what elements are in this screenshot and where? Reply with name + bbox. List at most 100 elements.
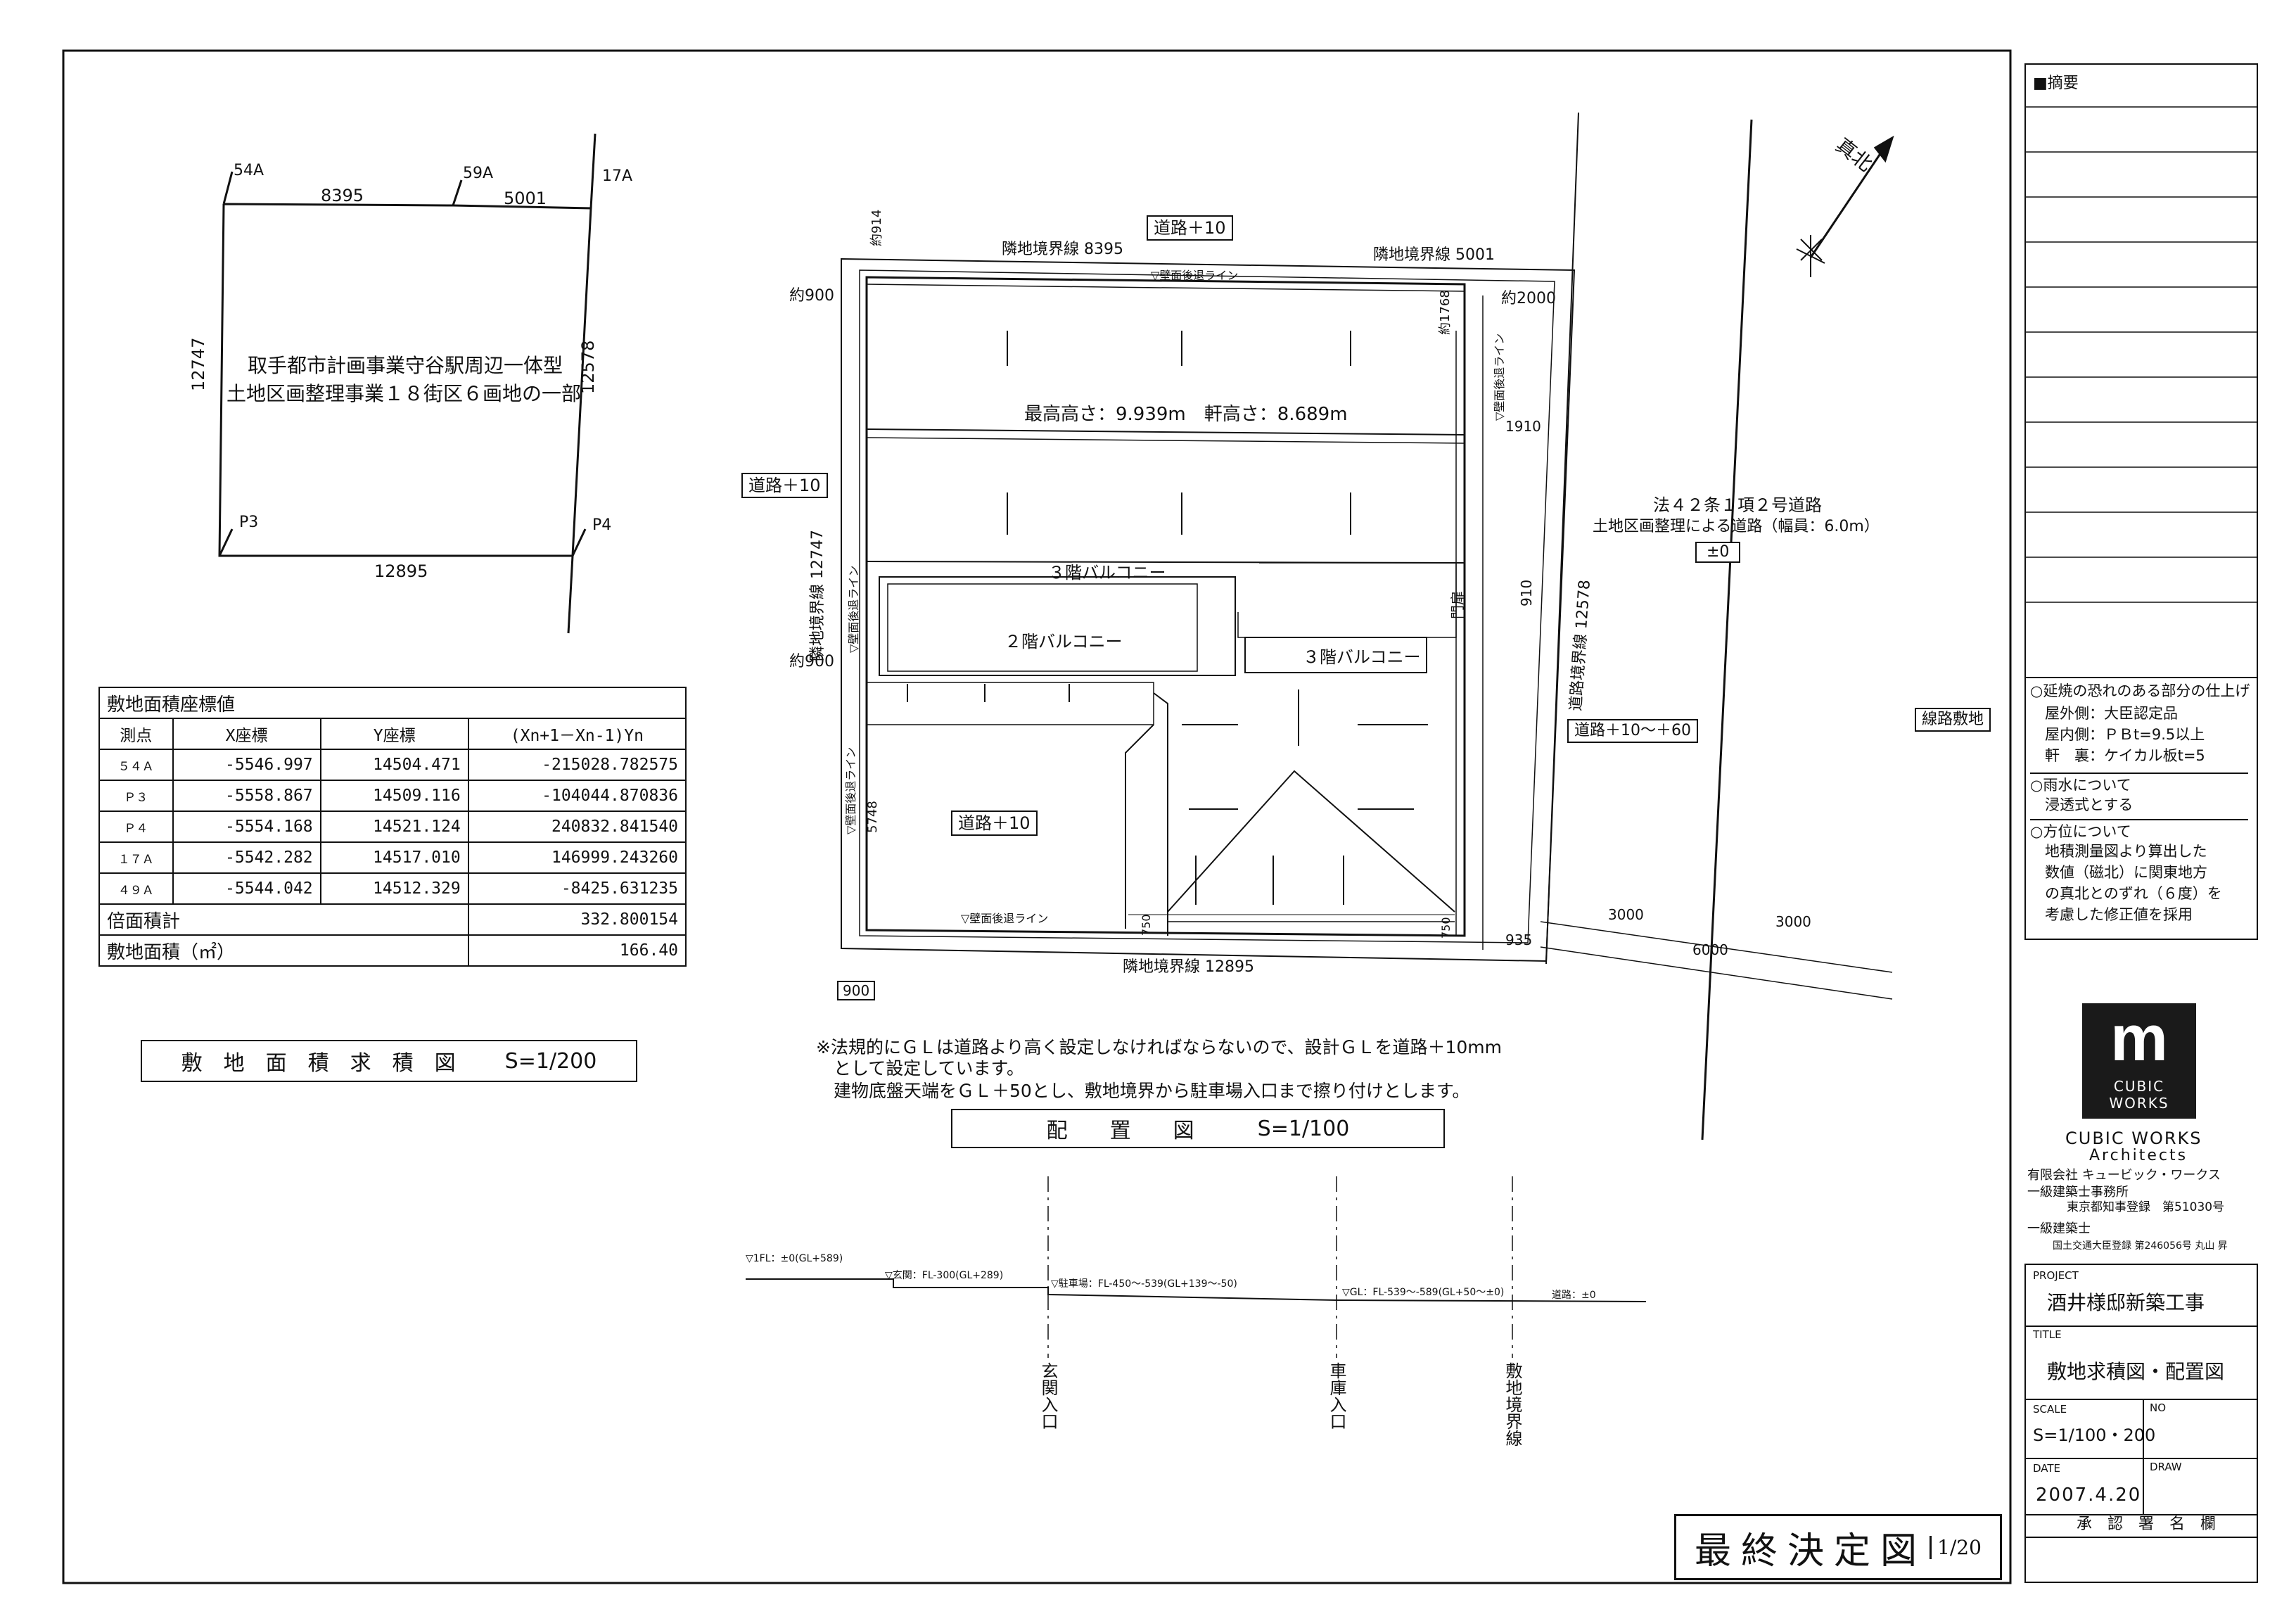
firm-line-3: 一級建築士 [2027,1221,2091,1236]
double-area-value: 332.800154 [467,903,687,936]
approx-1768: 約1768 [1438,290,1453,335]
dim-5748: 5748 [865,801,880,833]
header-y: Y座標 [319,718,469,750]
double-area-label: 倍面積計 [98,903,469,936]
row-y: 14509.116 [319,780,469,812]
approval-rule [2026,1537,2257,1538]
dim-910: 910 [1518,579,1535,606]
layout-plan-title: 配 置 図 [1046,1119,1194,1143]
dim-top-b: 5001 [504,189,547,208]
site-area-title-box: 敷 地 面 積 求 積 図 S=1/200 [141,1040,637,1082]
note-9: の真北とのずれ（６度）を [2030,885,2222,902]
drawing-title: 敷地求積図・配置図 [2047,1360,2225,1383]
road-law-1: 法４２条１項２号道路 [1653,495,1822,515]
dim-3000-a: 3000 [1608,906,1644,923]
logo-letter: m [2110,1003,2168,1074]
site-area-scale: S=1/200 [504,1048,597,1074]
section-road-level: 道路：±0 [1552,1290,1596,1301]
lot-description-1: 取手都市計画事業守谷駅周辺一体型 [248,354,563,377]
site-area-title: 敷 地 面 積 求 積 図 [181,1051,456,1076]
note-5: 浸透式とする [2030,796,2134,813]
note-7: 地積測量図より算出した [2030,843,2207,860]
row-point: ４９Ａ [98,872,174,905]
dim-1910: 1910 [1505,418,1541,435]
balcony-3f-b: ３階バルコニー [1303,647,1421,667]
point-p3-label: P3 [239,514,259,531]
drawing-title-box: TITLE 敷地求積図・配置図 [2024,1324,2258,1400]
note-6: ○方位について [2030,819,2248,839]
date-label: DATE [2033,1462,2061,1475]
wall-line-bottom: ▽壁面後退ライン [961,912,1049,925]
section-entrance-label: 玄関入口 [1038,1362,1058,1430]
road-law-2: 土地区画整理による道路（幅員：6.0m） [1593,518,1880,535]
wall-line-left-b: ▽壁面後退ライン [844,746,857,834]
header-point: 測点 [98,718,174,750]
row-point: ５４Ａ [98,749,174,781]
firm-line-0: 有限会社 キュービック・ワークス [2027,1168,2221,1183]
section-gl-level: ▽GL：FL-539～-589(GL+50～±0) [1342,1287,1505,1298]
summary-rule-lines [2026,106,2257,603]
row-x: -5558.867 [172,780,321,812]
stamp-text: 最終決定図 [1695,1530,1927,1572]
date-box: DATE 2007.4.20 DRAW [2024,1458,2258,1515]
wall-line-left-a: ▽壁面後退ライン [847,565,860,653]
logo-line-2: WORKS [2109,1095,2169,1112]
approx-900-a: 約900 [789,287,834,305]
project-box: PROJECT 酒井様邸新築工事 [2024,1264,2258,1327]
dim-left: 12747 [189,337,208,391]
section-garage-label: 車庫入口 [1327,1362,1346,1430]
note-0: ○延焼の恐れのある部分の仕上げ [2030,682,2250,699]
approx-900-b: 約900 [789,653,834,670]
project-label: PROJECT [2033,1269,2079,1282]
row-x: -5542.282 [172,841,321,874]
point-59a-label: 59A [463,165,494,182]
boundary-top-b: 隣地境界線 5001 [1373,246,1495,264]
point-p4-label: P4 [592,516,612,534]
firm-line-1: 一級建築士事務所 [2027,1185,2129,1200]
firm-line-4: 国土交通大臣登録 第246056号 丸山 昇 [2053,1240,2228,1252]
no-label: NO [2150,1401,2167,1414]
road-plus10-60-tag: 道路＋10～＋60 [1567,719,1698,743]
note-line-3: 建物底盤天端をＧＬ＋50とし、敷地境界から駐車場入口まで擦り付けとします。 [816,1081,1470,1101]
road-plus10-left-tag: 道路＋10 [741,473,828,498]
site-area-row: 敷地面積（㎡）166.40 [98,934,687,967]
wall-line-right: ▽壁面後退ライン [1493,333,1506,421]
dim-750-a: 750 [1140,914,1153,936]
point-54a-label: 54A [234,162,264,179]
row-y: 14512.329 [319,872,469,905]
road-plus10-top-tag: 道路＋10 [1147,215,1233,241]
approx-2000: 約2000 [1501,290,1556,307]
road-plus10-inner-tag: 道路＋10 [951,810,1038,836]
balcony-2f: ２階バルコニー [1005,632,1123,651]
row-value: -215028.782575 [467,749,687,781]
max-height-text: 最高高さ：9.939m 軒高さ：8.689m [1024,404,1348,425]
note-2: 屋内側：ＰＢt=9.5以上 [2030,726,2205,743]
note-8: 数値（磁北）に関東地方 [2030,864,2207,881]
dim-935: 935 [1505,932,1533,948]
section-entrance-level: ▽玄関：FL-300(GL+289) [885,1270,1004,1281]
site-area-value: 166.40 [467,934,687,967]
row-x: -5554.168 [172,810,321,843]
dim-900-tag: 900 [837,981,876,1000]
header-value: (Xn+1－Xn-1)Yn [467,718,687,750]
row-value: -8425.631235 [467,872,687,905]
note-line-1: ※法規的にＧＬは道路より高く設定しなければならないので、設計ＧＬを道路＋10mm [816,1037,1502,1057]
lot-description-2: 土地区画整理事業１８街区６画地の一部 [227,382,582,405]
gate-label: 門扉 [1449,591,1466,619]
row-y: 14517.010 [319,841,469,874]
dim-3000-b: 3000 [1775,913,1811,930]
notes-box: ○延焼の恐れのある部分の仕上げ 屋外側：大臣認定品 屋内側：ＰＢt=9.5以上 … [2024,677,2258,940]
section-fl1: ▽1FL：±0(GL+589) [746,1253,843,1264]
row-x: -5546.997 [172,749,321,781]
firm-name: CUBIC WORKS [2065,1129,2202,1148]
dim-6000: 6000 [1692,941,1728,958]
note-line-2: として設定しています。 [816,1058,1025,1079]
project-name: 酒井様邸新築工事 [2047,1291,2205,1314]
note-4: ○雨水について [2030,773,2248,793]
firm-logo: m CUBIC WORKS [2082,1003,2196,1119]
boundary-top-a: 隣地境界線 8395 [1002,241,1123,258]
